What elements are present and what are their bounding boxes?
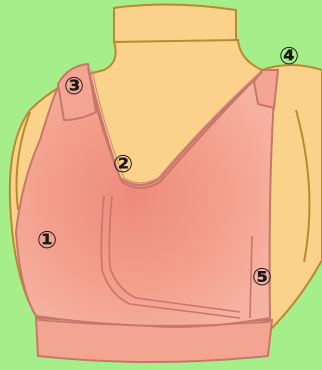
marker-5-label: ⑤ — [252, 265, 272, 289]
marker-5: ⑤ — [248, 263, 276, 291]
marker-3: ③ — [60, 72, 88, 100]
marker-2-label: ② — [113, 152, 133, 176]
marker-1-label: ① — [37, 228, 57, 252]
marker-2: ② — [109, 150, 137, 178]
marker-4: ④ — [275, 42, 303, 70]
marker-4-label: ④ — [279, 44, 299, 68]
marker-3-label: ③ — [64, 74, 84, 98]
marker-1: ① — [33, 226, 61, 254]
